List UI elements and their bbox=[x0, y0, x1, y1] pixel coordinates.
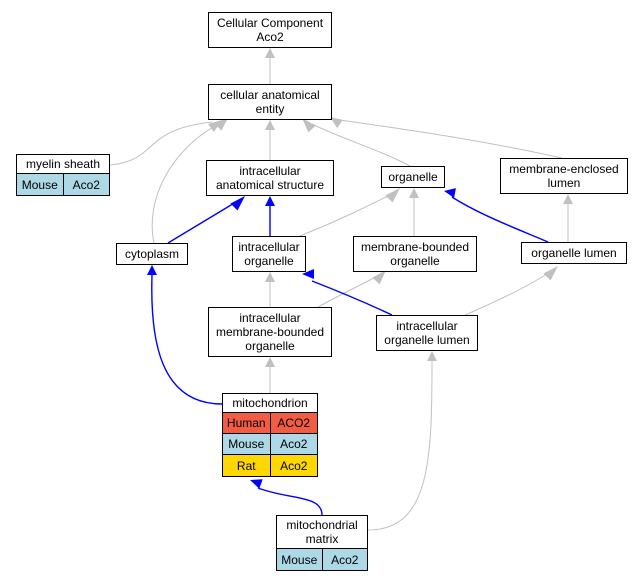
node-cytoplasm[interactable]: cytoplasm bbox=[116, 243, 188, 265]
arrowhead-icon bbox=[330, 117, 343, 129]
gene-cell: ACO2 bbox=[269, 413, 317, 433]
node-organelle-lumen[interactable]: organelle lumen bbox=[521, 242, 627, 264]
edge-cac-to-cc bbox=[265, 48, 275, 84]
node-label: cellular anatomical entity bbox=[220, 88, 320, 116]
annotation-row: Rat Aco2 bbox=[223, 455, 317, 476]
edge-iol-to-ol bbox=[464, 266, 558, 316]
edge-ias-to-cae bbox=[265, 120, 275, 160]
arrowhead-icon bbox=[265, 120, 275, 130]
node-label: myelin sheath bbox=[17, 155, 109, 174]
node-label: intracellular organelle bbox=[238, 240, 300, 268]
species-cell: Mouse bbox=[277, 549, 322, 570]
edge-myelin-to-cae bbox=[109, 120, 222, 166]
annotation-row: Mouse Aco2 bbox=[277, 549, 367, 570]
node-label: mitochondrion bbox=[223, 394, 317, 413]
node-myelin-sheath[interactable]: myelin sheath Mouse Aco2 bbox=[16, 154, 110, 196]
edge-mm-to-iol bbox=[367, 351, 437, 531]
edge-iol-to-io bbox=[302, 269, 393, 316]
arrowhead-icon bbox=[250, 479, 263, 489]
edge-cytoplasm-to-ias bbox=[167, 196, 245, 244]
edge-mel-to-cae bbox=[330, 117, 563, 159]
arrowhead-icon bbox=[563, 194, 573, 204]
node-intracellular-organelle[interactable]: intracellular organelle bbox=[232, 236, 306, 272]
arrowhead-icon bbox=[444, 188, 456, 198]
node-membrane-enclosed-lumen[interactable]: membrane-enclosed lumen bbox=[500, 158, 628, 194]
annotation-row: Human ACO2 bbox=[223, 413, 317, 434]
species-cell: Rat bbox=[223, 455, 270, 476]
node-label: organelle bbox=[388, 170, 438, 184]
edge-imbo-to-io bbox=[265, 272, 275, 307]
arrowhead-icon bbox=[302, 269, 314, 279]
edge-io-to-ias bbox=[265, 196, 275, 236]
gene-cell: Aco2 bbox=[321, 549, 367, 570]
arrowhead-icon bbox=[543, 266, 558, 281]
edge-cytoplasm-to-cae bbox=[151, 118, 228, 244]
node-membrane-bounded-organelle[interactable]: membrane-bounded organelle bbox=[353, 236, 477, 272]
node-label: membrane-bounded organelle bbox=[360, 240, 470, 268]
node-label: cytoplasm bbox=[124, 247, 180, 261]
node-label: organelle lumen bbox=[531, 246, 617, 260]
edge-mito-to-imbo bbox=[265, 357, 275, 393]
arrowhead-icon bbox=[427, 351, 437, 361]
edge-mbo-to-organelle bbox=[409, 188, 419, 236]
edge-mito-to-cytoplasm bbox=[147, 265, 223, 405]
arrowhead-icon bbox=[372, 270, 386, 285]
arrowhead-icon bbox=[147, 265, 157, 275]
node-cellular-component[interactable]: Cellular Component Aco2 bbox=[208, 12, 332, 48]
edge-mm-to-mito bbox=[250, 479, 323, 516]
arrowhead-icon bbox=[265, 48, 275, 58]
arrowhead-icon bbox=[265, 357, 275, 367]
edge-io-to-organelle bbox=[299, 188, 400, 237]
edge-imbo-to-mbo bbox=[317, 270, 386, 308]
arrowhead-icon bbox=[265, 272, 275, 282]
arrowhead-icon bbox=[214, 118, 228, 131]
node-organelle[interactable]: organelle bbox=[381, 166, 445, 188]
species-cell: Mouse bbox=[17, 174, 63, 195]
annotation-row: Mouse Aco2 bbox=[223, 434, 317, 455]
gene-cell: Aco2 bbox=[269, 434, 317, 454]
node-mitochondrial-matrix[interactable]: mitochondrial matrix Mouse Aco2 bbox=[276, 515, 368, 571]
node-intracellular-membrane-bounded-organelle[interactable]: intracellular membrane-bounded organelle bbox=[208, 307, 332, 357]
edge-ol-to-organelle bbox=[444, 188, 549, 243]
arrowhead-icon bbox=[385, 188, 400, 203]
gene-cell: Aco2 bbox=[269, 455, 317, 476]
node-cellular-anatomical-entity[interactable]: cellular anatomical entity bbox=[208, 84, 332, 120]
species-cell: Human bbox=[223, 413, 270, 433]
gene-cell: Aco2 bbox=[62, 174, 109, 195]
edge-organelle-to-cae bbox=[302, 118, 411, 167]
node-label: Cellular Component Aco2 bbox=[216, 16, 324, 44]
node-mitochondrion[interactable]: mitochondrion Human ACO2 Mouse Aco2 Rat … bbox=[222, 393, 318, 477]
node-label: intracellular membrane-bounded organelle bbox=[215, 311, 325, 353]
edge-ol-to-mel bbox=[563, 194, 573, 242]
node-label: intracellular organelle lumen bbox=[384, 319, 470, 347]
node-label: intracellular anatomical structure bbox=[215, 164, 325, 192]
arrowhead-icon bbox=[230, 196, 245, 211]
node-intracellular-anatomical-structure[interactable]: intracellular anatomical structure bbox=[206, 160, 334, 196]
species-cell: Mouse bbox=[223, 434, 270, 454]
arrowhead-icon bbox=[302, 118, 316, 133]
arrowhead-icon bbox=[265, 196, 275, 206]
node-label: mitochondrial matrix bbox=[277, 516, 367, 549]
node-intracellular-organelle-lumen[interactable]: intracellular organelle lumen bbox=[376, 315, 478, 351]
annotation-row: Mouse Aco2 bbox=[17, 174, 109, 195]
node-label: membrane-enclosed lumen bbox=[509, 162, 619, 190]
arrowhead-icon bbox=[409, 188, 419, 198]
